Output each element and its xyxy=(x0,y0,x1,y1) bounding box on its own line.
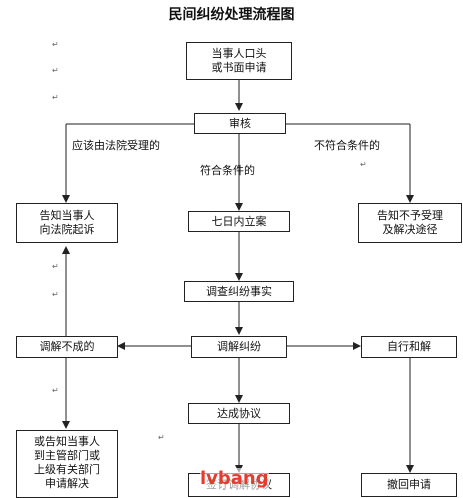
paragraph-mark-icon: ↵ xyxy=(52,66,59,75)
box-mediate-fail: 调解不成的 xyxy=(16,336,118,358)
box-register-label: 七日内立案 xyxy=(211,214,267,228)
box-reject-line-2: 及解决途径 xyxy=(382,223,438,236)
box-agreement: 达成协议 xyxy=(188,403,290,424)
paragraph-mark-icon: ↵ xyxy=(52,262,59,271)
paragraph-mark-icon: ↵ xyxy=(52,40,59,49)
box-notify-dept-line-4: 申请解决 xyxy=(45,477,89,490)
box-reject: 告知不予受理 及解决途径 xyxy=(358,203,462,243)
box-notify-court: 告知当事人 向法院起诉 xyxy=(16,203,118,243)
box-notify-dept-line-2: 到主管部门或 xyxy=(34,449,100,462)
box-investigate-label: 调查纠纷事实 xyxy=(206,284,272,298)
box-apply-line-2: 或书面申请 xyxy=(211,61,267,74)
box-investigate: 调查纠纷事实 xyxy=(184,281,294,302)
label-qualified: 符合条件的 xyxy=(200,164,255,177)
box-withdraw-label: 撤回申请 xyxy=(387,478,431,491)
box-reject-line-1: 告知不予受理 xyxy=(377,209,443,222)
box-notify-dept-line-3: 上级有关部门 xyxy=(34,463,100,476)
box-agreement-label: 达成协议 xyxy=(217,406,261,420)
box-notify-court-line-2: 向法院起诉 xyxy=(39,223,95,236)
box-mediate-label: 调解纠纷 xyxy=(217,340,261,353)
watermark-logo: lvbang xyxy=(200,468,269,489)
box-review: 审核 xyxy=(194,113,286,134)
label-court-branch: 应该由法院受理的 xyxy=(72,139,160,152)
paragraph-mark-icon: ↵ xyxy=(52,93,59,102)
paragraph-mark-icon: ↵ xyxy=(52,386,59,395)
box-notify-dept-line-1: 或告知当事人 xyxy=(34,435,100,448)
box-register: 七日内立案 xyxy=(188,211,290,232)
paragraph-mark-icon: ↵ xyxy=(158,433,165,442)
box-self-settle-label: 自行和解 xyxy=(387,340,431,353)
box-review-label: 审核 xyxy=(229,116,251,130)
paragraph-mark-icon: ↵ xyxy=(360,160,367,169)
box-apply-line-1: 当事人口头 xyxy=(211,47,267,60)
paragraph-mark-icon: ↵ xyxy=(52,290,59,299)
diagram-title: 民间纠纷处理流程图 xyxy=(168,7,295,23)
label-unqualified: 不符合条件的 xyxy=(314,139,380,152)
box-withdraw: 撤回申请 xyxy=(361,473,457,497)
box-mediate: 调解纠纷 xyxy=(191,336,287,358)
box-apply: 当事人口头 或书面申请 xyxy=(186,42,292,80)
box-mediate-fail-label: 调解不成的 xyxy=(39,340,95,353)
box-notify-court-line-1: 告知当事人 xyxy=(39,209,95,222)
box-notify-dept: 或告知当事人 到主管部门或 上级有关部门 申请解决 xyxy=(16,430,118,498)
box-self-settle: 自行和解 xyxy=(361,336,457,358)
